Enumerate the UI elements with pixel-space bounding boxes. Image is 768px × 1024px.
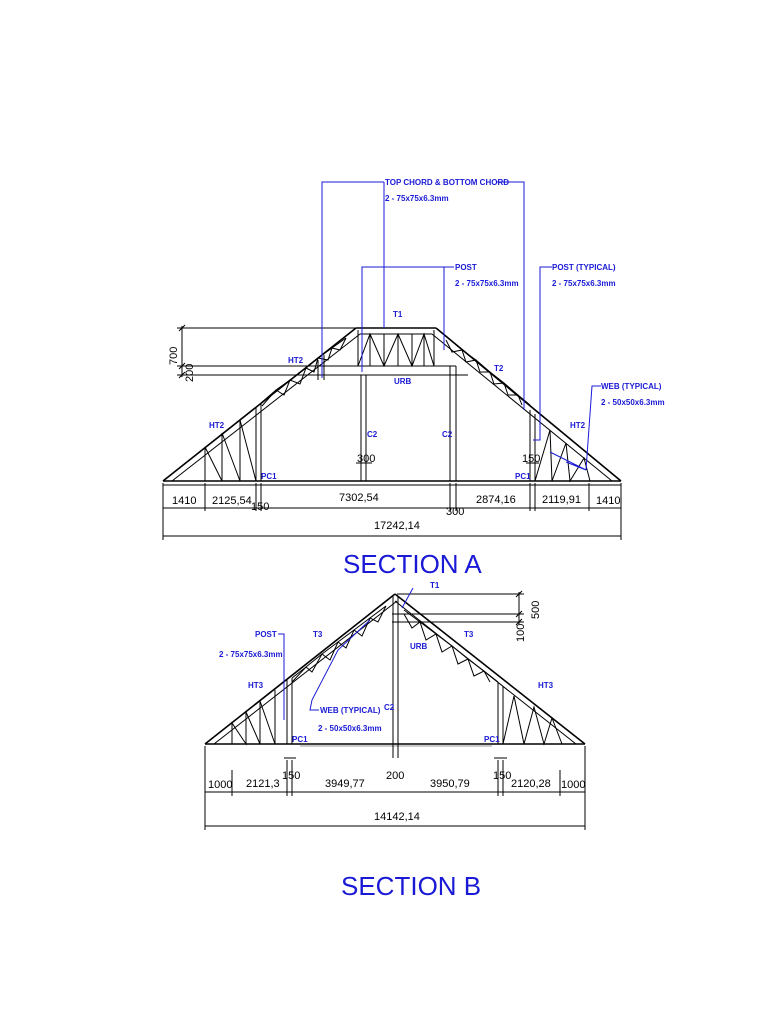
dim-b-150-right: 150 — [493, 770, 511, 782]
label-b-pc1-right: PC1 — [484, 735, 500, 744]
label-ht2-left: HT2 — [209, 421, 225, 430]
dim-2125: 2125,54 — [212, 495, 252, 507]
section-a-title: SECTION A — [343, 549, 482, 579]
section-b-dimensions: 1000 2121,3 150 3949,77 200 3950,79 150 … — [204, 746, 586, 830]
label-b-pc1-left: PC1 — [292, 735, 308, 744]
label-pc1-right: PC1 — [515, 472, 531, 481]
dim-b-150-left: 150 — [282, 770, 300, 782]
label-t2: T2 — [494, 364, 504, 373]
section-b-truss — [204, 593, 586, 758]
dim-300-top: 300 — [357, 453, 375, 465]
dim-b-3950: 3950,79 — [430, 778, 470, 790]
dim-1410-right: 1410 — [596, 495, 620, 507]
dim-2119: 2119,91 — [542, 494, 581, 506]
label-b-urb: URB — [410, 642, 428, 651]
dim-b-total: 14142,14 — [374, 811, 420, 823]
callout-chord-label: TOP CHORD & BOTTOM CHORD — [385, 178, 509, 187]
label-b-t3-right: T3 — [464, 630, 474, 639]
dim-b-3949: 3949,77 — [325, 778, 365, 790]
callout-b-post-label: POST — [255, 630, 277, 639]
callout-b-web-label: WEB (TYPICAL) — [320, 706, 381, 715]
dim-total-a: 17242,14 — [374, 520, 420, 532]
dim-b-2121: 2121,3 — [246, 778, 280, 790]
dim-b-1000-right: 1000 — [561, 779, 585, 791]
dim-1410-left: 1410 — [172, 495, 196, 507]
dim-200: 200 — [184, 364, 196, 382]
dim-7302: 7302,54 — [339, 492, 379, 504]
label-b-t3-left: T3 — [313, 630, 323, 639]
callout-web-typical-size: 2 - 50x50x6.3mm — [601, 398, 665, 407]
dim-150-right: 150 — [522, 453, 540, 465]
label-c2-right: C2 — [442, 430, 453, 439]
label-b-ht3-right: HT3 — [538, 681, 554, 690]
section-b-height-dims: 500 100 — [397, 590, 542, 642]
callout-post-size: 2 - 75x75x6.3mm — [455, 279, 519, 288]
callout-post-label: POST — [455, 263, 477, 272]
section-b-title: SECTION B — [341, 871, 481, 901]
label-urb: URB — [394, 377, 412, 386]
dim-b-1000-left: 1000 — [208, 779, 232, 791]
dim-150-left: 150 — [251, 501, 269, 513]
section-a-callouts: TOP CHORD & BOTTOM CHORD 2 - 75x75x6.3mm… — [321, 178, 665, 471]
label-b-c2: C2 — [384, 703, 395, 712]
label-ht2-upper: HT2 — [288, 356, 304, 365]
label-t1: T1 — [393, 310, 403, 319]
callout-post-typical-label: POST (TYPICAL) — [552, 263, 616, 272]
dim-500: 500 — [530, 601, 542, 619]
section-a-truss — [162, 327, 622, 486]
dim-300-bottom: 300 — [446, 506, 464, 518]
callout-post-typical-size: 2 - 75x75x6.3mm — [552, 279, 616, 288]
callout-b-web-size: 2 - 50x50x6.3mm — [318, 724, 382, 733]
label-pc1-left: PC1 — [261, 472, 277, 481]
callout-b-post-size: 2 - 75x75x6.3mm — [219, 650, 283, 659]
dim-2874: 2874,16 — [476, 494, 516, 506]
dim-100: 100 — [515, 624, 527, 642]
section-a-height-dims: 700 200 — [168, 324, 356, 382]
label-ht2-right: HT2 — [570, 421, 586, 430]
dim-b-200: 200 — [386, 770, 404, 782]
label-c2-left: C2 — [367, 430, 378, 439]
callout-web-typical-label: WEB (TYPICAL) — [601, 382, 662, 391]
section-a-member-labels: T1 T2 HT2 HT2 HT2 URB C2 C2 PC1 PC1 — [209, 310, 586, 481]
section-b-member-labels: T1 T3 T3 URB HT3 HT3 C2 PC1 PC1 — [248, 581, 554, 744]
callout-chord-size: 2 - 75x75x6.3mm — [385, 194, 449, 203]
dim-700: 700 — [168, 347, 180, 365]
section-a-dimensions: 1410 2125,54 150 7302,54 300 300 2874,16… — [162, 453, 622, 540]
section-b-callouts: POST 2 - 75x75x6.3mm WEB (TYPICAL) 2 - 5… — [219, 587, 414, 733]
label-b-ht3-left: HT3 — [248, 681, 264, 690]
dim-b-2120: 2120,28 — [511, 778, 551, 790]
label-b-t1: T1 — [430, 581, 440, 590]
